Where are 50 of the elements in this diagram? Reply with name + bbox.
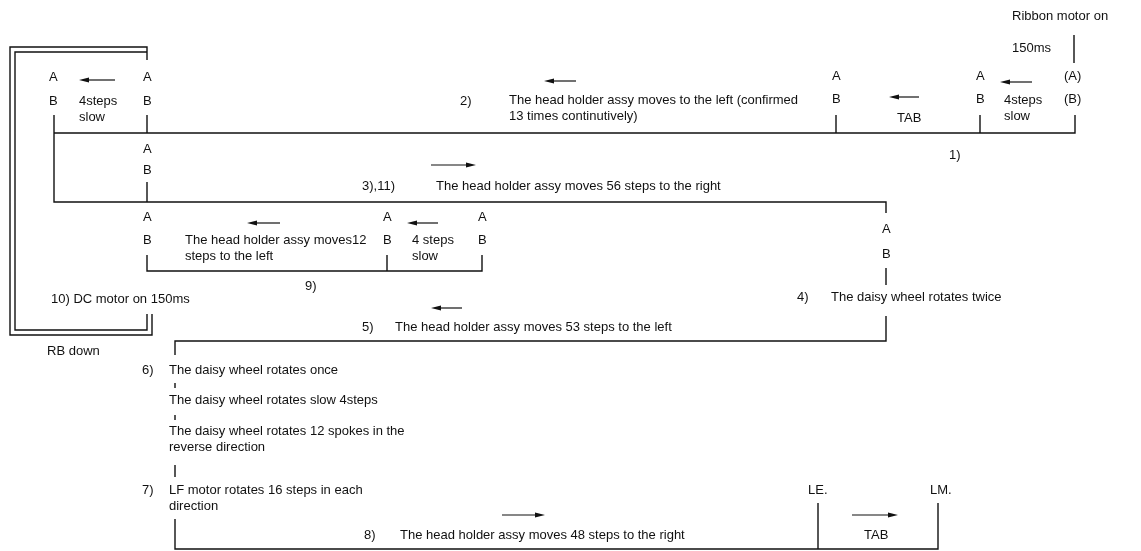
signal-label: B: [976, 91, 985, 107]
duration-label: 150ms: [1012, 40, 1052, 56]
step-text: 4steps slow: [1004, 92, 1044, 124]
signal-label: B: [383, 232, 392, 248]
signal-label: B: [882, 246, 891, 262]
step-text: The head holder assy moves 53 steps to the left: [395, 319, 672, 335]
signal-label: B: [143, 162, 152, 178]
signal-label: (B): [1064, 91, 1082, 107]
step-number: 4): [797, 289, 809, 305]
signal-label: A: [832, 68, 841, 84]
signal-label: A: [143, 141, 152, 157]
step-number: 9): [305, 278, 317, 294]
step-text: 4 steps slow: [412, 232, 455, 264]
step-number: 8): [364, 527, 376, 543]
step-text: The daisy wheel rotates twice: [831, 289, 1002, 305]
signal-label: B: [832, 91, 841, 107]
note-text: RB down: [47, 343, 100, 359]
step-text: LF motor rotates 16 steps in each direction: [169, 482, 364, 514]
signal-label: A: [976, 68, 985, 84]
signal-label: B: [143, 232, 152, 248]
step-text: The head holder assy moves to the left (confirmed 13 times continutively): [509, 92, 800, 124]
note-text: Ribbon motor on: [1012, 8, 1109, 24]
signal-label: B: [478, 232, 487, 248]
step-number: 2): [460, 93, 472, 109]
step-text: The head holder assy moves 48 steps to the right: [400, 527, 685, 543]
step-text: The head holder assy moves 56 steps to the right: [436, 178, 721, 194]
signal-label: A: [882, 221, 891, 237]
signal-label: (A): [1064, 68, 1082, 84]
step-text: TAB: [864, 527, 889, 543]
step-text: The daisy wheel rotates 12 spokes in the reverse direction: [169, 423, 406, 455]
step-text: The daisy wheel rotates once: [169, 362, 339, 378]
step-text: 4steps slow: [79, 93, 119, 125]
signal-label: B: [49, 93, 58, 109]
position-label: LM.: [930, 482, 952, 498]
step-number: 7): [142, 482, 154, 498]
position-label: LE.: [808, 482, 828, 498]
step-text: TAB: [897, 110, 922, 126]
step-number: 1): [949, 147, 961, 163]
signal-label: A: [383, 209, 392, 225]
step-text: The head holder assy moves12 steps to the left: [185, 232, 368, 264]
step-text: The daisy wheel rotates slow 4steps: [169, 392, 378, 408]
signal-label: A: [143, 69, 152, 85]
step-number: 6): [142, 362, 154, 378]
signal-label: B: [143, 93, 152, 109]
signal-label: A: [478, 209, 487, 225]
signal-label: A: [49, 69, 58, 85]
step-text: 10) DC motor on 150ms: [51, 291, 190, 307]
signal-label: A: [143, 209, 152, 225]
step-number: 3),11): [362, 178, 395, 194]
step-number: 5): [362, 319, 374, 335]
